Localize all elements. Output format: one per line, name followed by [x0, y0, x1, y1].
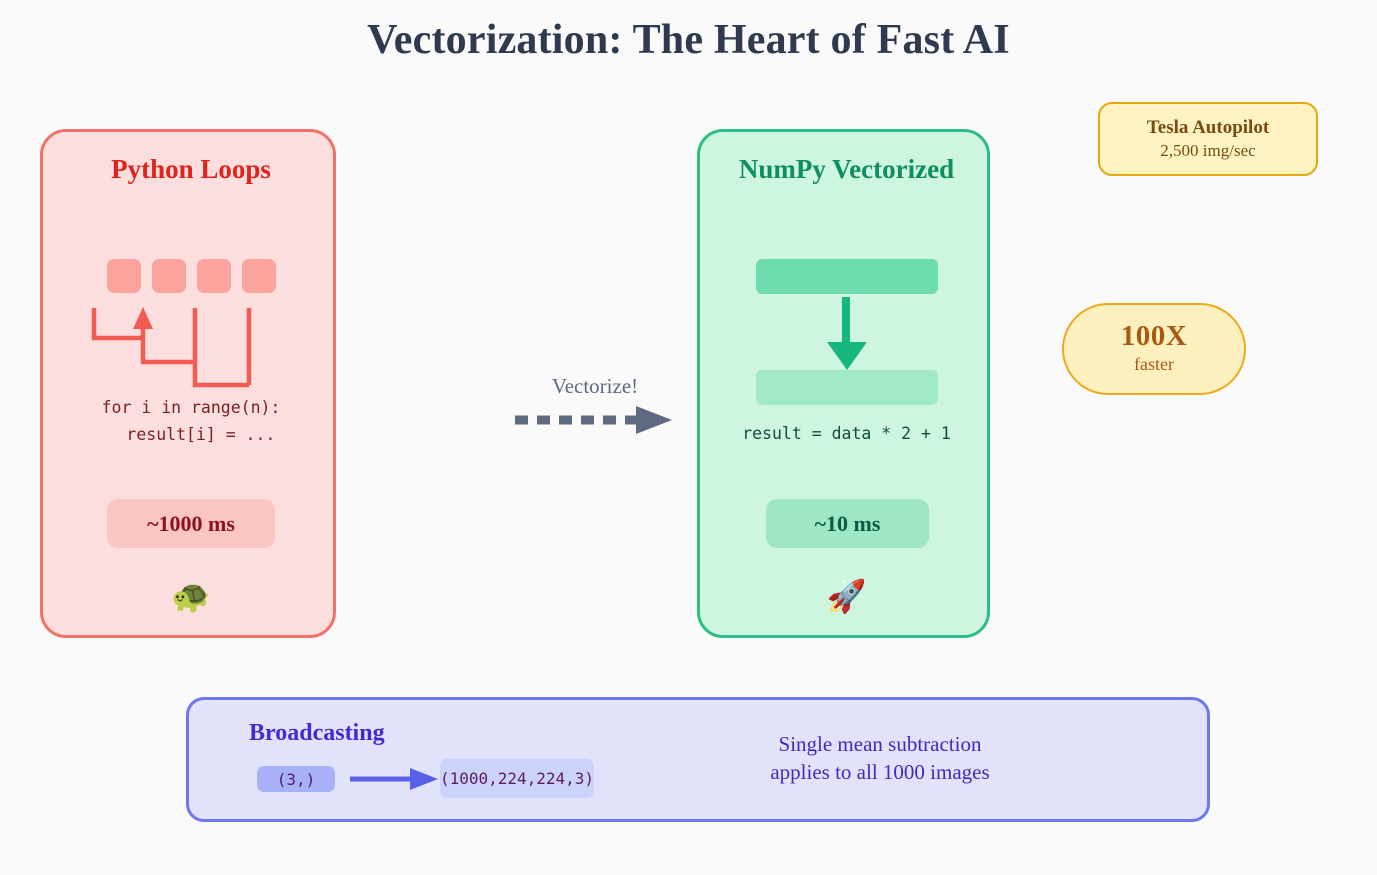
python-loops-panel: Python Loops for i in range(n): [40, 129, 336, 638]
broadcasting-arrow-icon [350, 765, 440, 793]
rocket-emoji: 🚀 [826, 577, 867, 615]
speedup-value: 100X [1120, 320, 1188, 353]
loop-back-arrow-icon [91, 305, 291, 390]
loop-cell [196, 259, 231, 293]
speedup-label: faster [1134, 354, 1174, 375]
broadcasting-input-shape: (3,) [257, 766, 335, 792]
broadcasting-note: Single mean subtraction applies to all 1… [770, 732, 990, 785]
broadcasting-panel: Broadcasting [186, 697, 1210, 822]
loop-arrow-head [133, 307, 153, 329]
loop-cell [106, 259, 141, 293]
python-loops-title: Python Loops [111, 154, 271, 184]
loop-cell [151, 259, 186, 293]
vectorize-dashed-arrow-icon [512, 404, 677, 436]
numpy-vectorized-panel: NumPy Vectorized result = data * 2 + 1 ~… [697, 129, 990, 638]
numpy-input-array-bar [756, 259, 938, 294]
tesla-callout-title: Tesla Autopilot [1146, 117, 1270, 139]
numpy-time-badge: ~10 ms [766, 499, 929, 548]
page-title: Vectorization: The Heart of Fast AI [367, 17, 1010, 63]
tesla-callout-subtitle: 2,500 img/sec [1160, 140, 1256, 160]
vectorize-label: Vectorize! [551, 374, 639, 398]
numpy-flow-arrow-icon [816, 297, 878, 372]
python-time-badge: ~1000 ms [107, 499, 275, 548]
broadcasting-output-shape: (1000,224,224,3) [440, 759, 594, 798]
tesla-autopilot-callout: Tesla Autopilot 2,500 img/sec [1098, 102, 1318, 176]
broadcasting-title: Broadcasting [249, 720, 385, 746]
loop-cell [241, 259, 276, 293]
numpy-vectorized-title: NumPy Vectorized [738, 154, 955, 184]
python-code-snippet: for i in range(n): result[i] = ... [101, 398, 281, 444]
numpy-output-array-bar [756, 370, 938, 405]
speedup-callout: 100X faster [1062, 303, 1246, 395]
numpy-code-snippet: result = data * 2 + 1 [742, 424, 951, 443]
turtle-emoji: 🐢 [171, 577, 211, 615]
loop-iteration-cells [43, 259, 339, 293]
